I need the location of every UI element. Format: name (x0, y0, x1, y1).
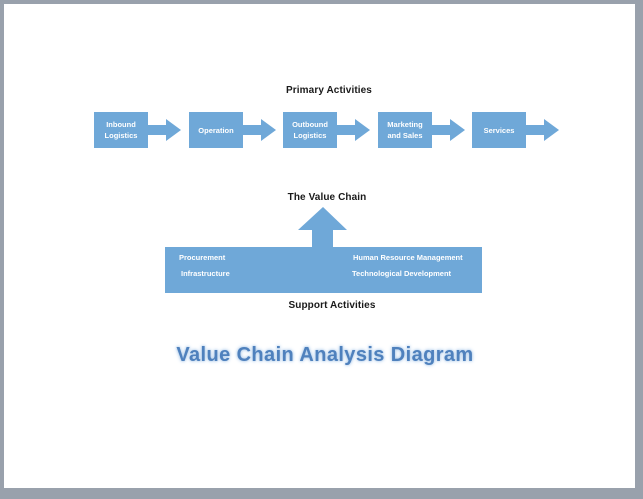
support-item-procurement: Procurement (179, 253, 226, 262)
support-item-infrastructure: Infrastructure (181, 269, 230, 278)
page-title[interactable]: Value Chain Analysis Diagram (176, 344, 474, 366)
value-chain-label: The Value Chain (287, 192, 367, 203)
support-item-human-resource-management: Human Resource Management (353, 253, 463, 262)
arrow-body (147, 125, 166, 135)
right-arrow-icon[interactable] (242, 119, 276, 141)
arrow-body (525, 125, 544, 135)
arrow-head (261, 119, 276, 141)
right-arrow-icon[interactable] (431, 119, 465, 141)
flow-box-outbound-logistics[interactable]: Outbound Logistics (283, 112, 337, 148)
arrow-head (166, 119, 181, 141)
up-arrow-icon[interactable] (298, 207, 347, 253)
support-item-technological-development: Technological Development (352, 269, 452, 278)
right-arrow-icon[interactable] (525, 119, 559, 141)
flow-box-inbound-logistics[interactable]: Inbound Logistics (94, 112, 148, 148)
arrow-head (544, 119, 559, 141)
support-activities-box[interactable] (165, 247, 482, 293)
primary-activities-label: Primary Activities (286, 85, 372, 96)
right-arrow-icon[interactable] (336, 119, 370, 141)
arrow-head (355, 119, 370, 141)
flow-box-operation[interactable]: Operation (189, 112, 243, 148)
arrow-body (431, 125, 450, 135)
flow-box-services[interactable]: Services (472, 112, 526, 148)
support-activities-label: Support Activities (288, 300, 376, 311)
arrow-head (450, 119, 465, 141)
flow-box-marketing-and-sales[interactable]: Marketing and Sales (378, 112, 432, 148)
arrow-body (336, 125, 355, 135)
right-arrow-icon[interactable] (147, 119, 181, 141)
arrow-body (242, 125, 261, 135)
